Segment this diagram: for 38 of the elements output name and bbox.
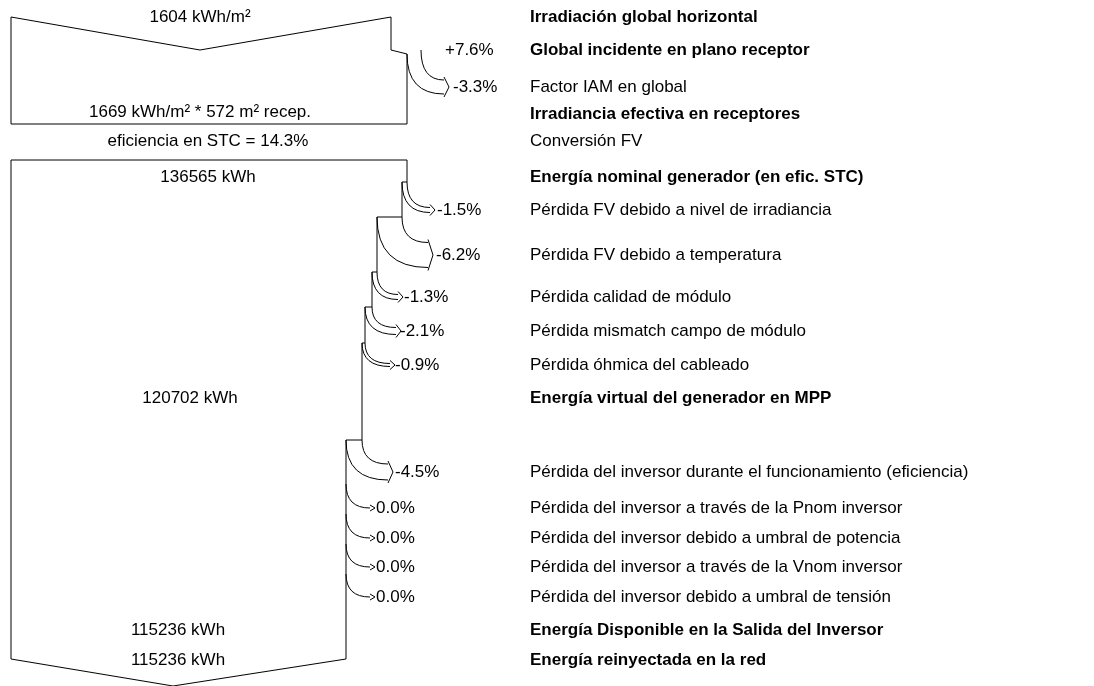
loss-percentage: 0.0%	[376, 587, 415, 607]
loss-percentage: -6.2%	[436, 245, 481, 265]
loss-description: Pérdida del inversor a través de la Vnom inversor	[530, 557, 903, 577]
loss-description: Pérdida del inversor debido a umbral de tensión	[530, 587, 891, 607]
loss-percentage: -1.3%	[404, 287, 449, 307]
loss-percentage: -1.5%	[437, 200, 482, 220]
energy-value: 115236 kWh	[130, 620, 226, 640]
loss-description: Pérdida FV debido a temperatura	[530, 245, 782, 265]
stage-title: Global incidente en plano receptor	[530, 40, 810, 60]
loss-description: Pérdida del inversor a través de la Pnom inversor	[530, 498, 903, 518]
efficiency-value: eficiencia en STC = 14.3%	[107, 131, 309, 151]
energy-value: 1604 kWh/m²	[149, 7, 251, 27]
loss-percentage: -2.1%	[400, 321, 445, 341]
stage-title: Energía virtual del generador en MPP	[530, 388, 832, 408]
energy-value: 120702 kWh	[142, 388, 238, 408]
energy-value: 1669 kWh/m² * 572 m² recep.	[89, 102, 311, 122]
energy-value: 115236 kWh	[130, 650, 226, 670]
energy-value: 136565 kWh	[160, 167, 256, 187]
loss-percentage: -3.3%	[453, 77, 498, 97]
loss-percentage: 0.0%	[376, 498, 415, 518]
loss-description: Pérdida del inversor durante el funcionamiento (eficiencia)	[530, 462, 969, 482]
stage-title: Irradiación global horizontal	[530, 7, 758, 27]
conversion-step: Conversión FV	[530, 131, 643, 151]
gain-percentage: +7.6%	[445, 40, 494, 60]
loss-description: Pérdida del inversor debido a umbral de potencia	[530, 528, 901, 548]
loss-description: Pérdida calidad de módulo	[530, 287, 732, 307]
loss-percentage: -4.5%	[395, 462, 440, 482]
loss-description: Factor IAM en global	[530, 77, 687, 97]
loss-description: Pérdida mismatch campo de módulo	[530, 321, 806, 341]
loss-percentage: 0.0%	[376, 557, 415, 577]
stage-title: Energía nominal generador (en efic. STC)	[530, 167, 864, 187]
stage-title: Irradiancia efectiva en receptores	[530, 104, 801, 124]
loss-percentage: 0.0%	[376, 528, 415, 548]
stage-title: Energía reinyectada en la red	[530, 650, 767, 670]
stage-title: Energía Disponible en la Salida del Inversor	[530, 620, 884, 640]
loss-description: Pérdida óhmica del cableado	[530, 355, 750, 375]
loss-description: Pérdida FV debido a nivel de irradiancia	[530, 200, 832, 220]
loss-percentage: -0.9%	[395, 355, 440, 375]
